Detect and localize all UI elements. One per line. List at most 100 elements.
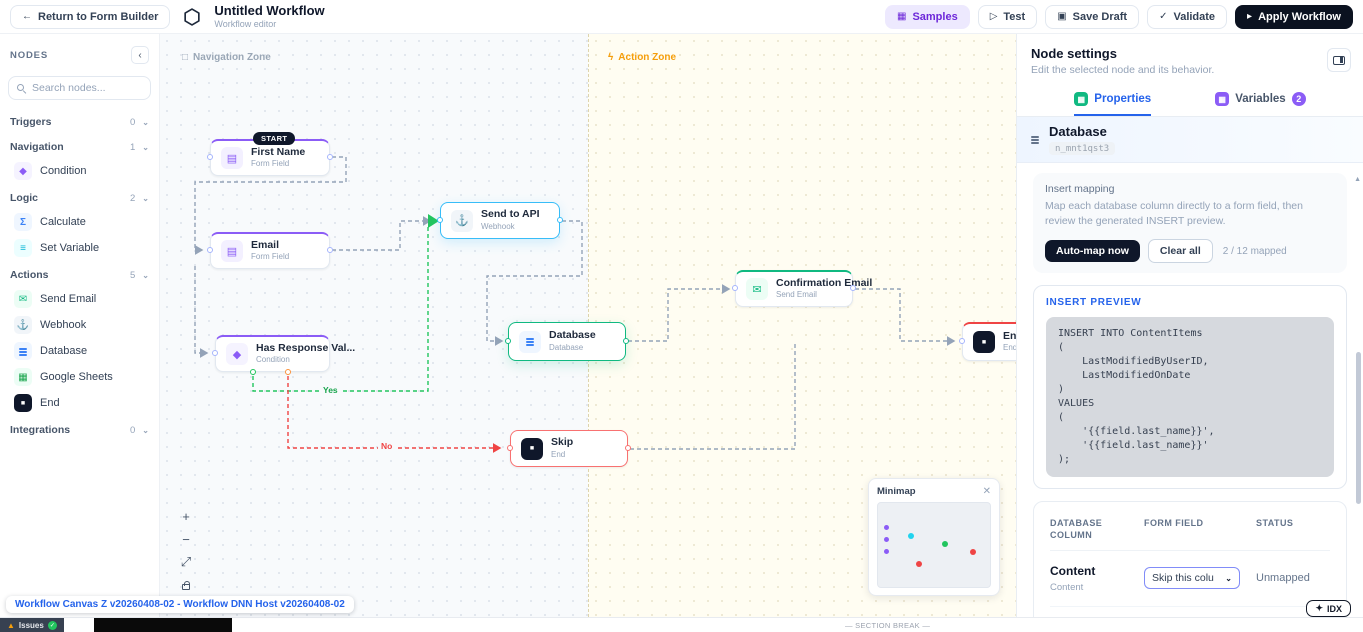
search-input[interactable]: [32, 82, 142, 94]
scroll-up-icon[interactable]: ▲: [1354, 176, 1361, 183]
sidebar-item-webhook[interactable]: ⚓ Webhook: [0, 312, 159, 338]
minimap[interactable]: Minimap ✕: [868, 478, 1000, 596]
sidebar-section-logic[interactable]: Logic 2 ⌄: [0, 184, 159, 209]
input-port[interactable]: [732, 285, 738, 291]
app-logo-icon: [182, 7, 202, 27]
canvas-node-first-name[interactable]: START ▤ First Name Form Field: [207, 132, 333, 176]
form-field-select[interactable]: Skip this colu ⌄: [1144, 567, 1240, 590]
sidebar-collapse-button[interactable]: ‹: [131, 46, 149, 64]
node-title: Email: [251, 238, 280, 251]
canvas-node-email[interactable]: ▤ Email Form Field: [207, 232, 333, 269]
apply-workflow-button[interactable]: ▸ Apply Workflow: [1235, 4, 1353, 29]
sidebar-section-navigation[interactable]: Navigation 1 ⌄: [0, 133, 159, 158]
output-port[interactable]: [327, 154, 333, 160]
node-subtitle: End: [551, 449, 566, 459]
canvas-node-has-response-value[interactable]: ◆ Has Response Val... Condition: [212, 335, 355, 375]
input-port[interactable]: [437, 216, 443, 223]
section-count: 0: [130, 424, 136, 436]
canvas-node-confirmation-email[interactable]: ✉ Confirmation Email Send Email: [732, 270, 872, 307]
panel-tabs: ▦ Properties ▦ Variables 2: [1017, 84, 1363, 117]
input-port[interactable]: [207, 247, 213, 253]
sql-preview-code: INSERT INTO ContentItems ( LastModifiedB…: [1046, 317, 1334, 478]
sidebar-item-database[interactable]: Database: [0, 338, 159, 364]
test-label: Test: [1003, 10, 1026, 23]
input-port[interactable]: [207, 154, 213, 160]
padlock-icon: [182, 580, 190, 590]
input-port[interactable]: [212, 350, 218, 356]
sidebar-section-triggers[interactable]: Triggers 0 ⌄: [0, 108, 159, 133]
return-to-form-builder-button[interactable]: ← Return to Form Builder: [10, 4, 171, 29]
input-port[interactable]: [959, 338, 965, 344]
test-button[interactable]: ▷ Test: [977, 4, 1038, 29]
minimap-node-dot: [970, 549, 976, 555]
issues-label: Issues: [18, 620, 44, 630]
idx-label: IDX: [1326, 603, 1342, 614]
sidebar-item-calculate[interactable]: Σ Calculate: [0, 209, 159, 235]
auto-map-button[interactable]: Auto-map now: [1045, 240, 1140, 263]
node-title: Skip: [551, 436, 574, 449]
samples-label: Samples: [912, 10, 958, 23]
tab-variables-label: Variables: [1235, 93, 1286, 105]
output-port[interactable]: [625, 444, 631, 451]
form-field-icon: ▤: [221, 240, 243, 262]
samples-button[interactable]: ▦ Samples: [884, 4, 970, 29]
item-label: Google Sheets: [40, 371, 113, 383]
validate-button[interactable]: ✓ Validate: [1147, 4, 1228, 29]
item-label: Send Email: [40, 293, 97, 305]
no-output-port[interactable]: [285, 369, 291, 375]
minimap-viewport[interactable]: [877, 502, 991, 588]
node-title: First Name: [251, 145, 306, 158]
output-port[interactable]: [623, 337, 629, 344]
sidebar-item-set-variable[interactable]: ≡ Set Variable: [0, 235, 159, 261]
action-zone-text: Action Zone: [618, 52, 677, 63]
idx-badge[interactable]: ✦ IDX: [1306, 600, 1351, 617]
clear-all-button[interactable]: Clear all: [1147, 239, 1213, 264]
yes-output-port[interactable]: [250, 369, 256, 375]
panel-scrollbar[interactable]: [1356, 352, 1361, 504]
tab-variables[interactable]: ▦ Variables 2: [1215, 84, 1306, 116]
fit-view-button[interactable]: ⤢: [180, 554, 192, 569]
canvas-node-send-to-api[interactable]: ⚓ Send to API Webhook: [437, 202, 563, 239]
save-draft-button[interactable]: ▣ Save Draft: [1045, 4, 1140, 29]
insert-mapping-title: Insert mapping: [1045, 183, 1115, 195]
canvas-node-database[interactable]: Database Database: [505, 322, 629, 361]
sidebar-item-end[interactable]: ■ End: [0, 390, 159, 416]
chevron-down-icon: ⌄: [142, 270, 149, 280]
sidebar-item-condition[interactable]: ◆ Condition: [0, 158, 159, 184]
insert-preview-title: INSERT PREVIEW: [1046, 297, 1142, 309]
section-label: Actions: [10, 269, 49, 281]
minimap-node-dot: [916, 561, 922, 567]
input-port[interactable]: [507, 444, 513, 451]
output-port[interactable]: [850, 285, 856, 291]
tab-properties[interactable]: ▦ Properties: [1074, 84, 1152, 116]
node-search: [8, 76, 151, 100]
envelope-icon: ✉: [14, 290, 32, 308]
minimap-close-icon[interactable]: ✕: [982, 485, 991, 497]
chevron-down-icon: ⌄: [1225, 573, 1232, 583]
form-field-icon: ▤: [221, 147, 243, 169]
db-column-name: Content: [1050, 563, 1096, 578]
input-port[interactable]: [505, 337, 511, 344]
sidebar-section-integrations[interactable]: Integrations 0 ⌄: [0, 416, 159, 441]
output-port[interactable]: [327, 247, 333, 253]
envelope-icon: ✉: [746, 278, 768, 300]
workflow-canvas[interactable]: □ Navigation Zone ϟ Action Zone Yes No: [160, 34, 1016, 632]
sidebar-item-send-email[interactable]: ✉ Send Email: [0, 286, 159, 312]
back-button-label: Return to Form Builder: [38, 10, 159, 23]
column-mapping-table: DATABASE COLUMN FORM FIELD STATUS Conten…: [1033, 501, 1347, 632]
sidebar-section-actions[interactable]: Actions 5 ⌄: [0, 261, 159, 286]
sidebar-item-google-sheets[interactable]: ▦ Google Sheets: [0, 364, 159, 390]
zoom-in-button[interactable]: +: [182, 508, 190, 524]
canvas-node-skip[interactable]: ■ Skip End: [507, 430, 631, 467]
zoom-out-button[interactable]: −: [182, 531, 190, 547]
canvas-node-end[interactable]: ■ End End: [959, 322, 1016, 361]
item-label: Database: [40, 345, 88, 357]
selected-node-title: Database: [1049, 124, 1107, 139]
database-icon: [14, 342, 32, 360]
variables-count-badge: 2: [1291, 92, 1306, 106]
panel-toggle-button[interactable]: [1327, 48, 1351, 72]
output-port[interactable]: [557, 216, 563, 223]
lock-button[interactable]: [178, 577, 194, 593]
section-count: 2: [130, 192, 136, 204]
item-label: End: [40, 397, 60, 409]
